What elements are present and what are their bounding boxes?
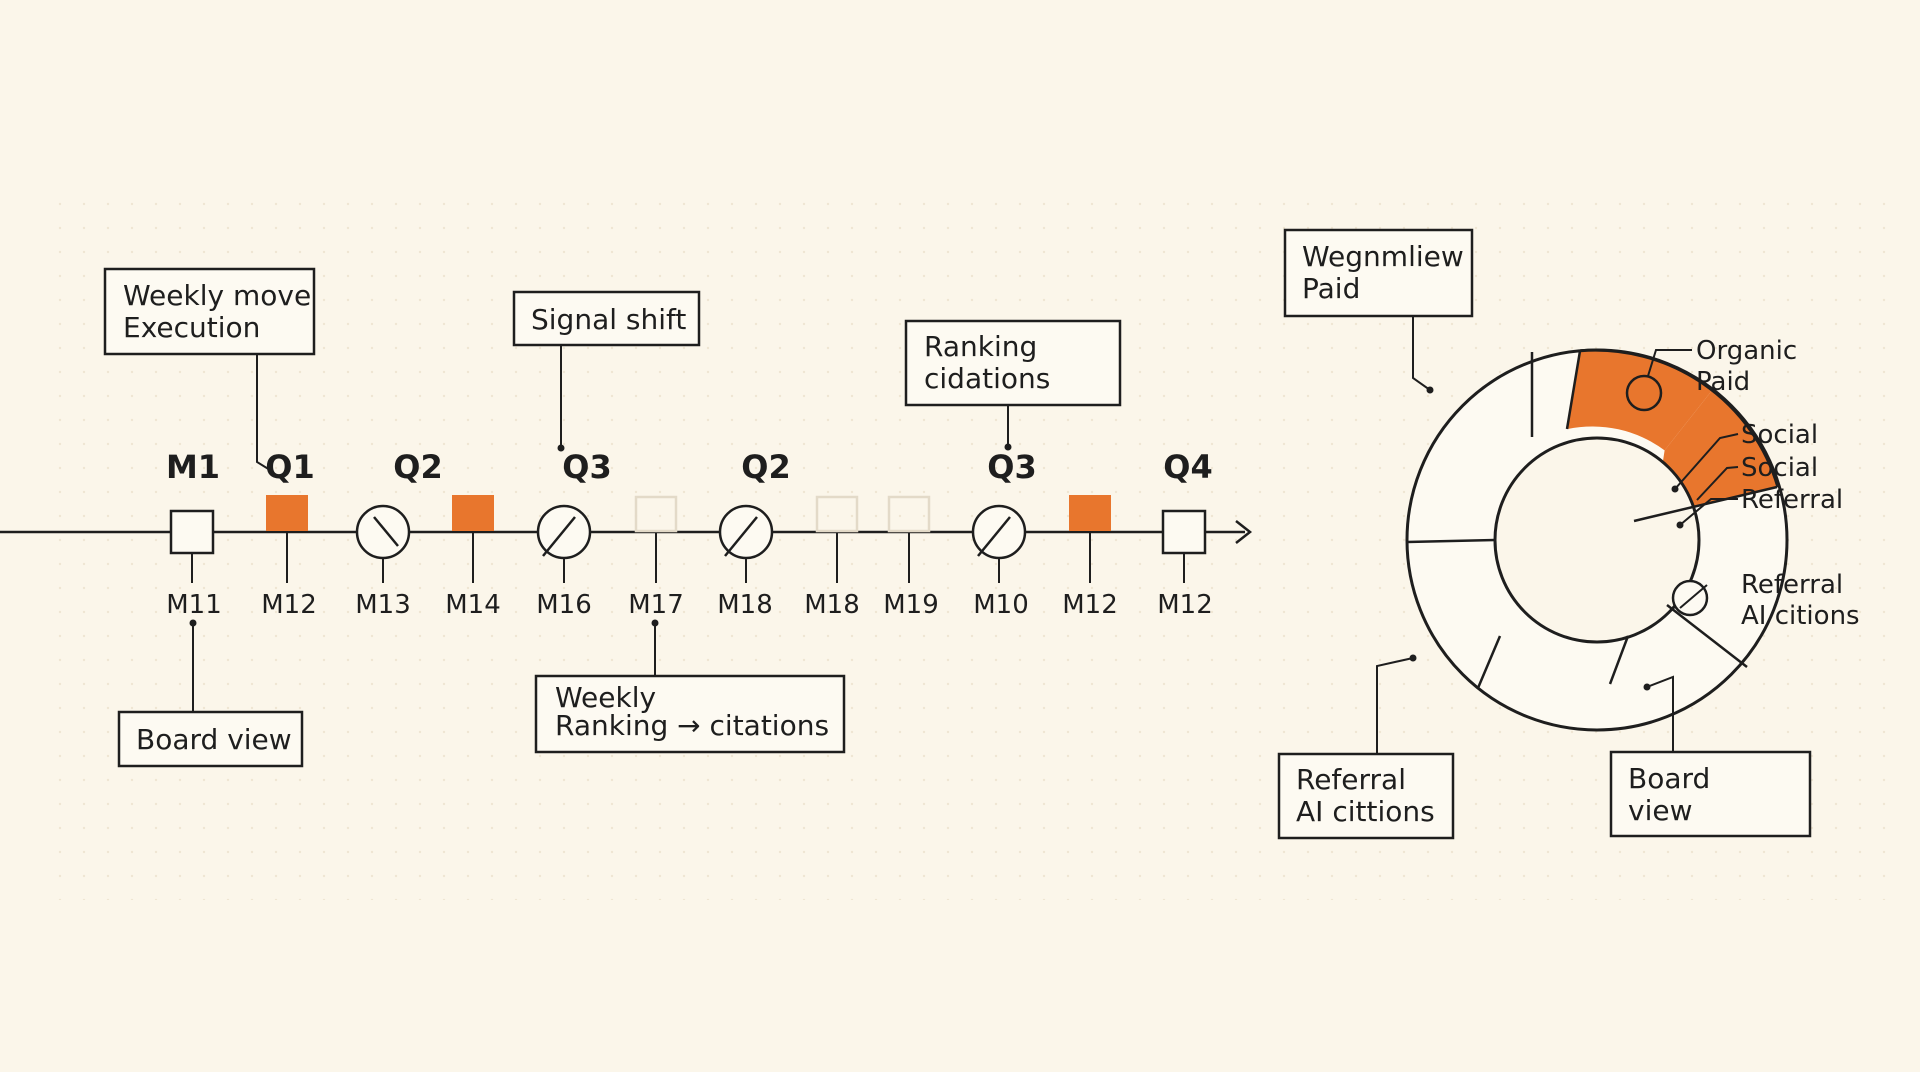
marker-gauge xyxy=(718,504,774,560)
month-label: M13 xyxy=(355,590,411,620)
svg-text:Weekly move: Weekly move xyxy=(123,279,311,312)
month-label: M19 xyxy=(883,590,939,620)
marker-faint-square xyxy=(887,495,931,533)
svg-text:Ranking: Ranking xyxy=(924,330,1037,363)
svg-text:cidations: cidations xyxy=(924,362,1050,395)
marker-square xyxy=(169,509,215,555)
marker-filled-square xyxy=(452,495,494,531)
month-label: M12 xyxy=(1062,590,1118,620)
marker-ticks xyxy=(191,532,1185,583)
timeline-arrowhead xyxy=(1235,520,1253,544)
callout-board-view: Board view xyxy=(117,619,304,768)
svg-text:Paid: Paid xyxy=(1696,367,1750,397)
month-label: M12 xyxy=(261,590,317,620)
quarter-label: Q1 xyxy=(265,448,314,486)
donut-inner-ring xyxy=(1493,436,1701,644)
marker-faint-square xyxy=(815,495,859,533)
svg-text:Referral: Referral xyxy=(1741,485,1843,515)
callout-weekly-move: Weekly move Execution xyxy=(103,267,316,471)
svg-text:Organic: Organic xyxy=(1696,336,1797,366)
month-label: M17 xyxy=(628,590,684,620)
svg-text:Weekly: Weekly xyxy=(555,681,656,714)
donut-legend-organic-paid: Organic Paid xyxy=(1625,336,1797,412)
month-label: M10 xyxy=(973,590,1029,620)
donut-legend-social-referral: Social Social Referral xyxy=(1671,420,1843,529)
svg-text:Ranking → citations: Ranking → citations xyxy=(555,709,829,742)
callout-ranking: Ranking cidations xyxy=(904,319,1122,451)
marker-gauge xyxy=(355,504,411,560)
marker-filled-square xyxy=(1069,495,1111,531)
donut-highlight-outline xyxy=(1580,348,1780,488)
callout-signal-shift: Signal shift xyxy=(512,290,701,452)
donut-legend-referral-ai: Referral AI citions xyxy=(1671,570,1860,631)
month-label: M12 xyxy=(1157,590,1213,620)
callout-weekly-ranking: Weekly Ranking → citations xyxy=(534,619,846,754)
month-label: M14 xyxy=(445,590,501,620)
month-label: M18 xyxy=(804,590,860,620)
svg-text:view: view xyxy=(1628,794,1692,827)
svg-text:Referral: Referral xyxy=(1741,570,1843,600)
svg-text:AI citions: AI citions xyxy=(1741,601,1860,631)
month-label: M16 xyxy=(536,590,592,620)
donut-callout-top: Wegnmliew Paid xyxy=(1283,228,1474,394)
quarter-label: Q2 xyxy=(741,448,790,486)
svg-text:Social: Social xyxy=(1741,453,1818,483)
svg-text:Wegnmliew: Wegnmliew xyxy=(1302,240,1464,273)
marker-gauge xyxy=(536,504,592,560)
quarter-label: Q4 xyxy=(1163,448,1212,486)
donut-callout-bottom-right: Board view xyxy=(1609,675,1812,838)
donut-dividers xyxy=(1406,350,1778,689)
marker-faint-square xyxy=(634,495,678,533)
marker-gauge xyxy=(971,504,1027,560)
svg-text:Signal shift: Signal shift xyxy=(531,303,686,336)
marker-filled-square xyxy=(266,495,308,531)
svg-text:Social: Social xyxy=(1741,420,1818,450)
quarter-label: Q2 xyxy=(393,448,442,486)
month-label: M11 xyxy=(166,590,222,620)
marker-square xyxy=(1161,509,1207,555)
svg-text:Board view: Board view xyxy=(136,723,292,756)
month-label: M18 xyxy=(717,590,773,620)
svg-text:Board: Board xyxy=(1628,762,1710,795)
quarter-label: Q3 xyxy=(562,448,611,486)
donut-chart: Wegnmliew Paid Referral AI cittions Boar… xyxy=(1277,228,1860,840)
donut-callout-bottom-left: Referral AI cittions xyxy=(1277,654,1455,840)
quarter-label: M1 xyxy=(166,448,220,486)
timeline: M1 Q1 Q2 Q3 Q2 Q3 Q4 xyxy=(0,267,1253,768)
svg-text:Paid: Paid xyxy=(1302,272,1360,305)
svg-text:AI cittions: AI cittions xyxy=(1296,795,1435,828)
quarter-label: Q3 xyxy=(987,448,1036,486)
svg-text:Execution: Execution xyxy=(123,311,260,344)
svg-text:Referral: Referral xyxy=(1296,763,1406,796)
